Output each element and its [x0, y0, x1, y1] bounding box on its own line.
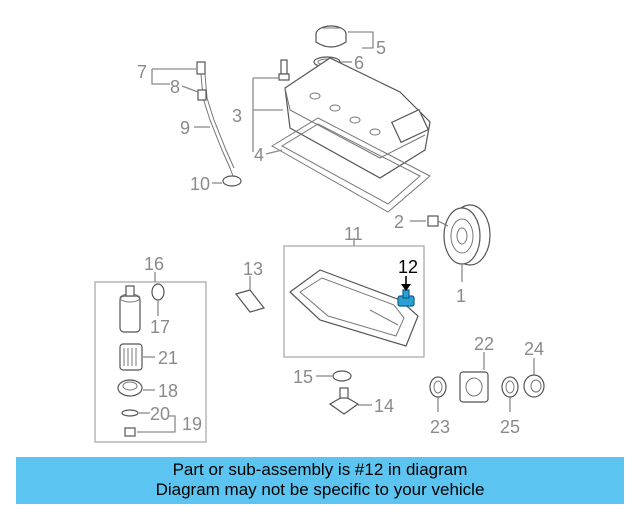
callout-12[interactable]: 12: [398, 257, 418, 277]
cooler-cap: [523, 374, 545, 398]
callout-10[interactable]: 10: [190, 174, 210, 194]
callout-4[interactable]: 4: [254, 145, 264, 165]
leader-4: [265, 149, 283, 155]
baffle-plate: [234, 289, 266, 313]
oil-filter-group-box: [94, 281, 207, 443]
drain-bolt: [124, 427, 136, 437]
callout-20[interactable]: 20: [150, 404, 170, 424]
info-banner: Part or sub-assembly is #12 in diagram D…: [16, 457, 624, 504]
callout-3[interactable]: 3: [232, 106, 242, 126]
callout-21[interactable]: 21: [158, 348, 178, 368]
oil-filter-housing: [119, 285, 141, 333]
callout-25[interactable]: 25: [500, 417, 520, 437]
leader-3: [252, 77, 283, 152]
callout-7[interactable]: 7: [137, 62, 147, 82]
callout-2[interactable]: 2: [394, 212, 404, 232]
oil-pan: [289, 269, 419, 347]
callout-24[interactable]: 24: [524, 339, 544, 359]
dipstick-assembly: [196, 61, 235, 177]
callout-11[interactable]: 11: [344, 224, 363, 244]
pulley-bolt: [427, 215, 449, 227]
callout-18[interactable]: 18: [158, 381, 178, 401]
crankshaft-pulley: [443, 204, 491, 266]
callout-15[interactable]: 15: [293, 367, 313, 387]
cover-bolt: [278, 59, 290, 81]
filter-cap: [117, 379, 143, 397]
callout-19[interactable]: 19: [182, 414, 202, 434]
callout-6[interactable]: 6: [354, 53, 364, 73]
cooler-gasket-right: [501, 376, 519, 398]
parts-diagram: 5 6 7 8 9 10 3 4: [94, 25, 545, 443]
callout-5[interactable]: 5: [376, 38, 386, 58]
callout-1[interactable]: 1: [456, 286, 466, 306]
drain-plug-highlighted: [397, 289, 415, 307]
callout-8[interactable]: 8: [170, 77, 180, 97]
callout-22[interactable]: 22: [474, 334, 494, 354]
cooler-gasket-left: [429, 376, 447, 398]
valve-cover-gasket: [271, 117, 431, 213]
oil-cooler: [459, 371, 489, 403]
seal-ring: [332, 370, 352, 382]
callout-23[interactable]: 23: [430, 417, 450, 437]
leader-7: [151, 69, 170, 85]
leader-19: [137, 415, 176, 433]
oil-strainer: [328, 387, 360, 415]
dipstick-o-ring: [222, 175, 242, 187]
banner-line-1: Part or sub-assembly is #12 in diagram: [172, 460, 468, 479]
callout-16[interactable]: 16: [144, 254, 164, 274]
callout-17[interactable]: 17: [150, 317, 170, 337]
oil-filter-element: [119, 343, 143, 371]
callout-14[interactable]: 14: [374, 396, 394, 416]
callout-9[interactable]: 9: [180, 118, 190, 138]
leader-8: [181, 85, 199, 93]
oil-filler-cap: [315, 25, 347, 48]
valve-cover: [284, 57, 431, 179]
filter-o-ring: [121, 409, 139, 417]
leader-5: [348, 31, 374, 49]
housing-gasket: [151, 283, 165, 301]
leader-12-arrow: [401, 284, 411, 291]
banner-line-2: Diagram may not be specific to your vehi…: [155, 480, 485, 499]
callout-13[interactable]: 13: [243, 259, 263, 279]
